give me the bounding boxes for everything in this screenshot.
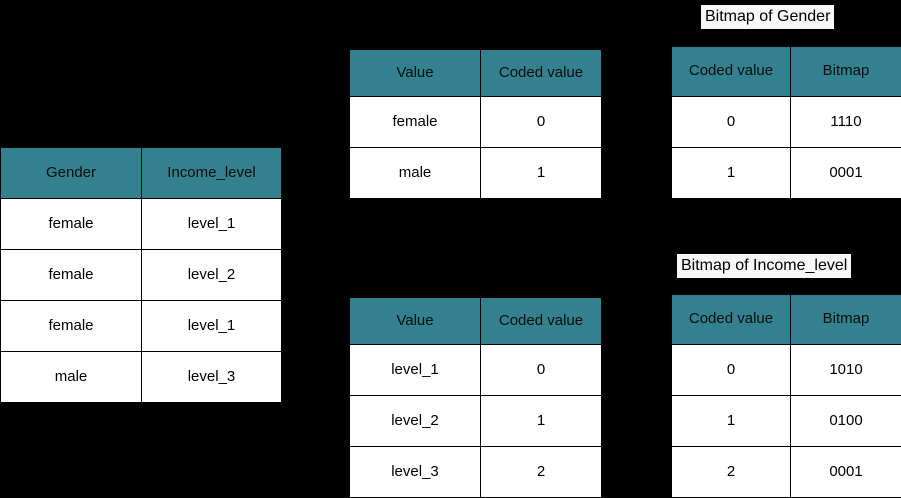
cell-value: male: [350, 148, 481, 199]
cell-bitmap: 0001: [791, 447, 901, 498]
cell-coded-value: 1: [481, 396, 602, 447]
cell-coded-value: 0: [481, 345, 602, 396]
column-header-value: Value: [350, 50, 481, 97]
cell-coded-value: 0: [672, 345, 791, 396]
table-header-row: Value Coded value: [350, 50, 602, 97]
column-header-value: Value: [350, 298, 481, 345]
cell-income-level: level_1: [142, 199, 282, 250]
gender-dictionary-table: Value Coded value female 0 male 1: [349, 49, 602, 199]
table-row: female 0: [350, 97, 602, 148]
cell-value: level_3: [350, 447, 481, 498]
table-row: 1 0100: [672, 396, 901, 447]
table-row: 0 1110: [672, 97, 901, 148]
cell-bitmap: 1110: [791, 97, 901, 148]
column-header-gender: Gender: [1, 148, 142, 199]
cell-bitmap: 1010: [791, 345, 901, 396]
gender-bitmap-table: Coded value Bitmap 0 1110 1 0001: [671, 46, 901, 199]
table-row: level_2 1: [350, 396, 602, 447]
column-header-income-level: Income_level: [142, 148, 282, 199]
cell-coded-value: 2: [481, 447, 602, 498]
table-row: female level_1: [1, 301, 282, 352]
table-header-row: Coded value Bitmap: [672, 47, 901, 97]
table-header-row: Coded value Bitmap: [672, 295, 901, 345]
table-row: level_1 0: [350, 345, 602, 396]
column-header-coded-value: Coded value: [672, 295, 791, 345]
income-bitmap-table: Coded value Bitmap 0 1010 1 0100 2 0001: [671, 294, 901, 498]
column-header-coded-value: Coded value: [481, 50, 602, 97]
cell-gender: female: [1, 199, 142, 250]
cell-gender: male: [1, 352, 142, 403]
cell-income-level: level_2: [142, 250, 282, 301]
column-header-bitmap: Bitmap: [791, 47, 901, 97]
table-row: female level_2: [1, 250, 282, 301]
table-row: 2 0001: [672, 447, 901, 498]
source-data-table: Gender Income_level female level_1 femal…: [0, 147, 282, 403]
cell-coded-value: 0: [481, 97, 602, 148]
table-row: male 1: [350, 148, 602, 199]
cell-value: level_1: [350, 345, 481, 396]
cell-bitmap: 0001: [791, 148, 901, 199]
cell-coded-value: 1: [672, 148, 791, 199]
cell-gender: female: [1, 301, 142, 352]
cell-coded-value: 2: [672, 447, 791, 498]
income-bitmap-caption: Bitmap of Income_level: [677, 254, 851, 278]
table-row: male level_3: [1, 352, 282, 403]
cell-gender: female: [1, 250, 142, 301]
cell-income-level: level_1: [142, 301, 282, 352]
table-row: level_3 2: [350, 447, 602, 498]
table-header-row: Gender Income_level: [1, 148, 282, 199]
cell-value: level_2: [350, 396, 481, 447]
cell-bitmap: 0100: [791, 396, 901, 447]
cell-coded-value: 0: [672, 97, 791, 148]
table-row: 0 1010: [672, 345, 901, 396]
cell-income-level: level_3: [142, 352, 282, 403]
table-header-row: Value Coded value: [350, 298, 602, 345]
cell-value: female: [350, 97, 481, 148]
gender-bitmap-caption: Bitmap of Gender: [701, 5, 834, 29]
column-header-coded-value: Coded value: [481, 298, 602, 345]
cell-coded-value: 1: [672, 396, 791, 447]
cell-coded-value: 1: [481, 148, 602, 199]
table-row: 1 0001: [672, 148, 901, 199]
column-header-coded-value: Coded value: [672, 47, 791, 97]
column-header-bitmap: Bitmap: [791, 295, 901, 345]
income-dictionary-table: Value Coded value level_1 0 level_2 1 le…: [349, 297, 602, 498]
table-row: female level_1: [1, 199, 282, 250]
